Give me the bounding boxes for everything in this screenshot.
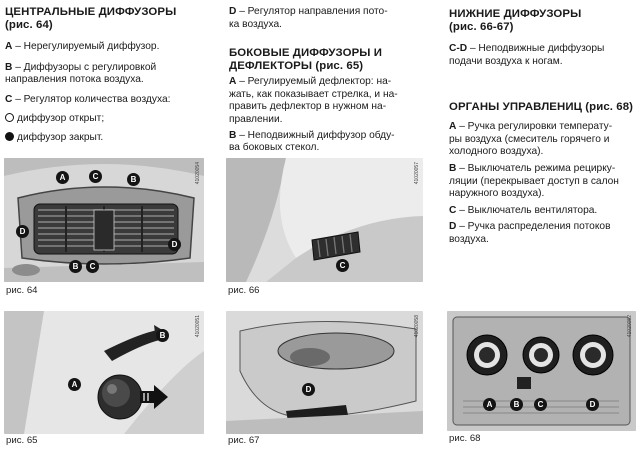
label-b-bottom: B: [69, 260, 82, 273]
label-c: C: [534, 398, 547, 411]
label-c: C: [336, 259, 349, 272]
label-c-bottom: C: [86, 260, 99, 273]
label-b: B: [510, 398, 523, 411]
column-2: D – Регулятор направления пото- ка возду…: [229, 6, 434, 155]
label-c: C: [89, 170, 102, 183]
open-circle-icon: [5, 113, 14, 123]
controls-heading: ОРГАНЫ УПРАВЛЕНИЦ (рис. 68): [449, 101, 634, 114]
side-item-b: B – Неподвижный диффузор обду- ва боковы…: [229, 129, 395, 154]
item-c: C – Регулятор количества воздуха:: [5, 93, 171, 105]
side-item-a: A – Регулируемый дефлектор: на- жать, ка…: [229, 76, 398, 125]
figure-68-caption: рис. 68: [449, 433, 481, 444]
figure-code: 41020057: [414, 162, 420, 185]
figure-66-caption: рис. 66: [228, 285, 260, 296]
central-vents-heading: ЦЕНТРАЛЬНЫЕ ДИФФУЗОРЫ (рис. 64): [5, 6, 177, 31]
item-b: B – Диффузоры с регулировкой направления…: [5, 61, 157, 86]
label-a: A: [56, 171, 69, 184]
vent-open-line: диффузор открыт;: [5, 113, 215, 126]
side-vent-illustration: [226, 158, 423, 282]
item-d: D – Регулятор направления пото- ка возду…: [229, 6, 388, 30]
dashboard-vents-illustration: [4, 158, 204, 282]
floor-vent-illustration: [226, 311, 423, 434]
control-panel-illustration: [447, 311, 636, 431]
ctrl-item-d: D – Ручка распределения потоков воздуха.: [449, 221, 611, 245]
label-a: A: [68, 378, 81, 391]
figure-64-caption: рис. 64: [6, 285, 38, 296]
side-vents-heading: БОКОВЫЕ ДИФФУЗОРЫ И ДЕФЛЕКТОРЫ (рис. 65): [229, 47, 383, 73]
label-d-right: D: [168, 238, 181, 251]
figure-65: B A 41020051: [4, 311, 204, 434]
figure-66: C 41020057: [226, 158, 423, 282]
label-b: B: [127, 173, 140, 186]
figure-67-caption: рис. 67: [228, 435, 260, 446]
column-3: НИЖНИЕ ДИФФУЗОРЫ (рис. 66-67) C-D – Непо…: [449, 8, 639, 247]
label-a: A: [483, 398, 496, 411]
figure-code: 41020054: [195, 162, 201, 185]
figure-code: 41020052: [627, 315, 633, 338]
figure-64: A C B D D B C 41020054: [4, 158, 204, 282]
ctrl-item-c: C – Выключатель вентилятора.: [449, 204, 598, 216]
figure-code: 41020058: [414, 315, 420, 338]
side-deflector-illustration: [4, 311, 204, 434]
vent-closed-line: диффузор закрыт.: [5, 131, 215, 145]
label-b: B: [156, 329, 169, 342]
label-d-left: D: [16, 225, 29, 238]
figure-65-caption: рис. 65: [6, 435, 38, 446]
lower-item-cd: C-D – Неподвижные диффузоры подачи возду…: [449, 43, 605, 67]
filled-circle-icon: [5, 131, 14, 141]
ctrl-item-a: A – Ручка регулировки температу- ры возд…: [449, 121, 613, 158]
figure-67: D 41020058: [226, 311, 423, 434]
column-1: ЦЕНТРАЛЬНЫЕ ДИФФУЗОРЫ (рис. 64) A – Нере…: [5, 6, 215, 145]
lower-vents-heading: НИЖНИЕ ДИФФУЗОРЫ (рис. 66-67): [449, 8, 582, 33]
label-d: D: [586, 398, 599, 411]
figure-68: A B C D 41020052: [447, 311, 636, 431]
figure-code: 41020051: [195, 315, 201, 338]
ctrl-item-b: B – Выключатель режима рецирку- ляции (п…: [449, 162, 619, 200]
item-a: A – Нерегулируемый диффузор.: [5, 41, 160, 52]
label-d: D: [302, 383, 315, 396]
